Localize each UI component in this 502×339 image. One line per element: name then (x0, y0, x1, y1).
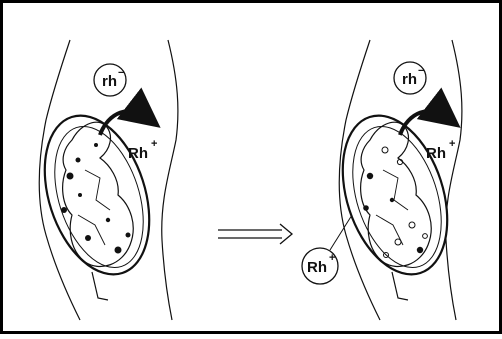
mother-blood-type-left: rh (102, 73, 117, 90)
double-arrow-icon (218, 224, 292, 244)
right-panel: rh − Rh + Rh + (302, 40, 466, 320)
antibody-blood-type: Rh (307, 259, 327, 276)
mother-blood-sign-left: − (118, 67, 124, 79)
mother-blood-type-right: rh (402, 71, 417, 88)
fetus-blood-sign-right: + (449, 138, 455, 150)
left-panel: rh − Rh + (26, 40, 178, 320)
mother-blood-sign-right: − (418, 65, 424, 77)
fetus-blood-sign-left: + (151, 138, 157, 150)
uterus-right (324, 102, 466, 288)
mother-back-outline-left (162, 40, 178, 320)
fetus-blood-type-right: Rh (426, 145, 446, 162)
mother-back-outline-right (446, 40, 462, 320)
uterus-left (26, 102, 168, 288)
antibody-blood-sign: + (329, 252, 335, 264)
fetus-blood-type-left: Rh (128, 145, 148, 162)
